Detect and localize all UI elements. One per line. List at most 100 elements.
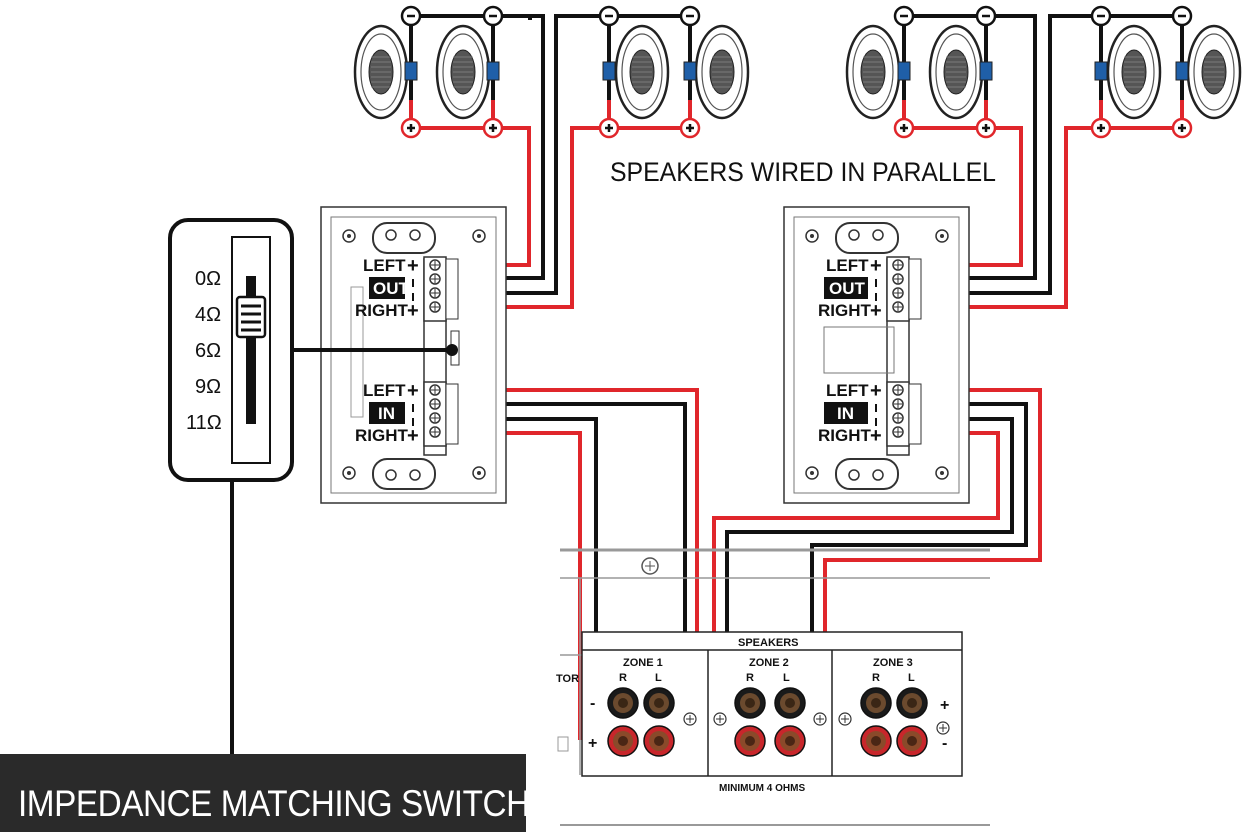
channel-label-r: R: [746, 672, 754, 684]
terminal-plus-label: +: [940, 697, 949, 714]
speaker-icon: [435, 24, 491, 120]
wire-positive: [920, 126, 1101, 309]
minimum-ohms-label: MINIMUM 4 OHMS: [719, 783, 805, 794]
plus-sign: +: [870, 255, 882, 277]
positive-terminal-icon: [1171, 117, 1193, 139]
terminal-screw-icon: [892, 426, 904, 438]
plate-inner: [330, 216, 497, 494]
positive-terminal-icon: [893, 117, 915, 139]
binding-post-positive[interactable]: [860, 725, 892, 757]
screw-icon: [805, 466, 819, 480]
amp-side-label: TOR: [556, 673, 579, 685]
terminal-screw-icon: [892, 259, 904, 271]
in-badge: [369, 402, 405, 424]
plus-sign: +: [870, 380, 882, 402]
screw-icon: [683, 712, 697, 726]
in-left-label: LEFT: [363, 381, 406, 400]
channel-label-l: L: [908, 672, 915, 684]
impedance-setting: 9Ω: [195, 376, 221, 398]
terminal-minus-label: -: [942, 735, 947, 752]
diagram-title: SPEAKERS WIRED IN PARALLEL: [610, 158, 996, 187]
screw-icon: [472, 229, 486, 243]
binding-post-negative[interactable]: [643, 687, 675, 719]
zone-label: ZONE 1: [623, 657, 663, 669]
speaker-icon: [1186, 24, 1242, 120]
positive-terminal-icon: [598, 117, 620, 139]
terminal-screw-icon: [892, 273, 904, 285]
binding-post-positive[interactable]: [774, 725, 806, 757]
speaker-clip: [486, 61, 500, 81]
screw-icon: [472, 466, 486, 480]
switch-track: [246, 276, 256, 424]
speaker-clip: [683, 61, 697, 81]
plate-inner: [793, 216, 960, 494]
channel-label-r: R: [872, 672, 880, 684]
mount-tab: [372, 222, 436, 254]
impedance-setting: 0Ω: [195, 268, 221, 290]
positive-terminal-icon: [400, 117, 422, 139]
terminal-screw-icon: [429, 384, 441, 396]
speaker-clip: [602, 61, 616, 81]
caption-text: IMPEDANCE MATCHING SWITCH: [18, 783, 530, 824]
caption-banner: [0, 754, 526, 832]
wire-negative: [920, 14, 1182, 295]
wire-positive: [1099, 100, 1184, 130]
binding-post-positive[interactable]: [734, 725, 766, 757]
binding-post-negative[interactable]: [860, 687, 892, 719]
in-left-label: LEFT: [826, 381, 869, 400]
in-right-label: RIGHT: [355, 426, 409, 445]
screw-icon: [342, 229, 356, 243]
out-right-label: RIGHT: [355, 301, 409, 320]
channel-label-r: R: [619, 672, 627, 684]
positive-terminal-icon: [482, 117, 504, 139]
speaker-clip: [979, 61, 993, 81]
wire-positive: [607, 100, 692, 130]
amplifier-panel: TOR SPEAKERS ZONE 1 ZONE 2 ZONE 3 R L R …: [556, 548, 990, 826]
binding-post-negative[interactable]: [734, 687, 766, 719]
out-badge: [369, 277, 405, 299]
terminal-screw-icon: [429, 287, 441, 299]
binding-post-positive[interactable]: [896, 725, 928, 757]
channel-label-l: L: [655, 672, 662, 684]
in-label: IN: [378, 404, 395, 423]
wire-positive: [458, 126, 609, 309]
speaker-icon: [614, 24, 670, 120]
binding-post-negative[interactable]: [896, 687, 928, 719]
terminal-screw-icon: [429, 259, 441, 271]
terminal-screw-icon: [429, 398, 441, 410]
binding-post-negative[interactable]: [607, 687, 639, 719]
speaker-clip: [1175, 61, 1189, 81]
out-left-label: LEFT: [826, 256, 869, 275]
terminal-minus-label: -: [590, 695, 595, 712]
screw-icon: [838, 712, 852, 726]
speaker-icon: [353, 24, 409, 120]
screw-icon: [936, 721, 950, 735]
terminal-screw-icon: [892, 398, 904, 410]
terminal-screw-icon: [429, 273, 441, 285]
wire-positive: [920, 126, 1023, 267]
switch-slider-knob[interactable]: [235, 295, 267, 339]
impedance-switch-callout: 0Ω 4Ω 6Ω 9Ω 11Ω: [168, 218, 458, 758]
speaker-clip: [897, 61, 911, 81]
wire-positive: [409, 100, 495, 130]
volume-control-right: LEFT + OUT RIGHT + LEFT + IN RIGHT +: [783, 206, 970, 504]
binding-post-positive[interactable]: [607, 725, 639, 757]
impedance-setting: 6Ω: [195, 340, 221, 362]
plus-sign: +: [407, 425, 419, 447]
terminal-screw-icon: [429, 301, 441, 313]
volume-control-left: LEFT + OUT RIGHT + LEFT + IN RIGHT +: [320, 206, 507, 504]
speakers-section-label: SPEAKERS: [738, 637, 799, 649]
terminal-screw-icon: [892, 384, 904, 396]
plus-sign: +: [870, 425, 882, 447]
zone-label: ZONE 3: [873, 657, 913, 669]
in-badge: [824, 402, 868, 424]
terminal-screw-icon: [892, 412, 904, 424]
speaker-clip: [404, 61, 418, 81]
binding-post-negative[interactable]: [774, 687, 806, 719]
speaker-icon: [845, 24, 901, 120]
screw-icon: [641, 557, 659, 575]
screw-icon: [813, 712, 827, 726]
binding-post-positive[interactable]: [643, 725, 675, 757]
impedance-setting: 11Ω: [186, 412, 222, 434]
